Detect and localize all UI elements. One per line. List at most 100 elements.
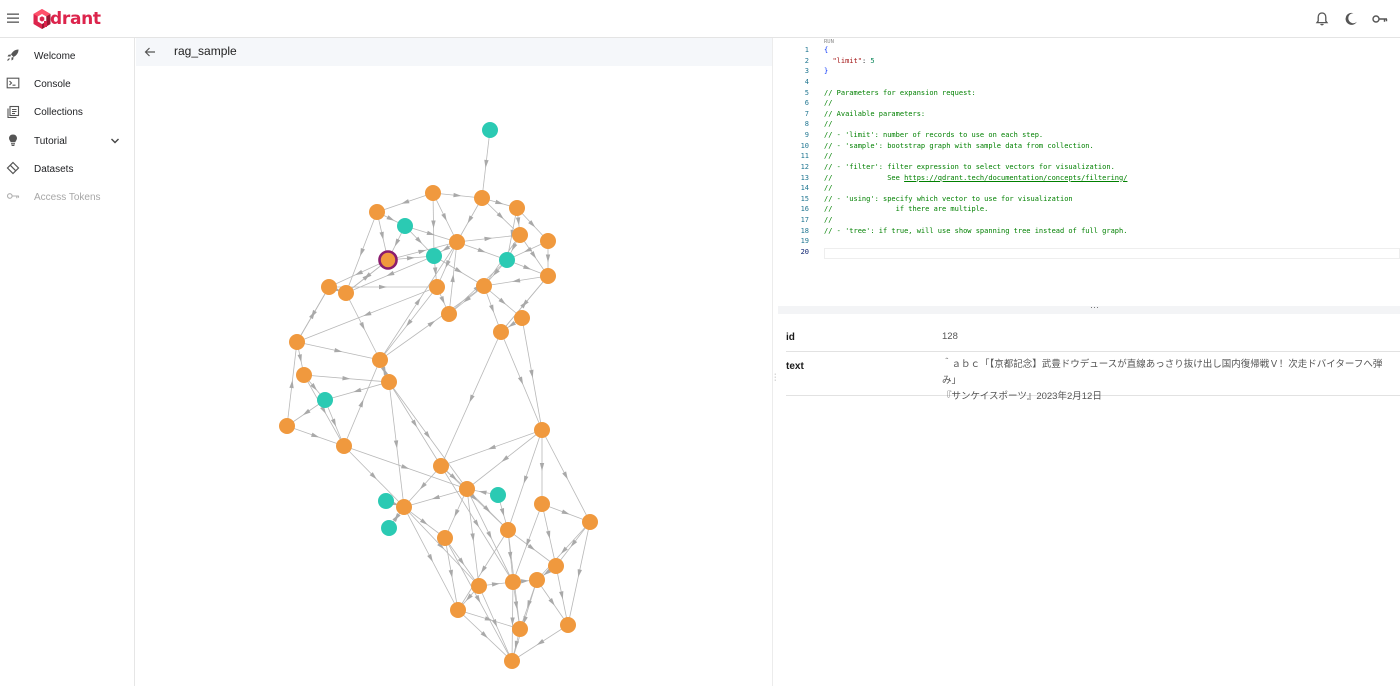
filtering-docs-link[interactable]: https://qdrant.tech/documentation/concep… <box>904 173 1128 182</box>
edge-arrowhead <box>529 250 537 259</box>
graph-node-teal[interactable] <box>426 248 442 264</box>
bell-icon[interactable] <box>1313 10 1331 28</box>
moon-icon[interactable] <box>1342 10 1360 28</box>
graph-node[interactable] <box>449 234 465 250</box>
sidebar-item-tutorial[interactable]: Tutorial <box>0 127 134 155</box>
graph-node[interactable] <box>296 367 312 383</box>
graph-node-teal[interactable] <box>482 122 498 138</box>
edge-arrowhead <box>442 245 451 252</box>
graph-node[interactable] <box>540 233 556 249</box>
edge-arrowhead <box>448 569 453 578</box>
vertical-resize-handle[interactable]: ··· <box>772 38 778 686</box>
horizontal-resize-handle[interactable]: ··· <box>778 302 1400 314</box>
graph-node[interactable] <box>459 481 475 497</box>
edge-arrowhead <box>431 494 440 500</box>
rocket-icon <box>7 49 19 61</box>
graph-node-teal[interactable] <box>499 252 515 268</box>
graph-node[interactable] <box>441 306 457 322</box>
graph-node-teal[interactable] <box>317 392 333 408</box>
graph-canvas[interactable] <box>136 66 772 686</box>
graph-node[interactable] <box>450 602 466 618</box>
graph-node[interactable] <box>474 190 490 206</box>
code-line: 7// Available parameters: <box>804 109 926 118</box>
edge-arrowhead <box>545 254 551 263</box>
graph-node[interactable] <box>529 572 545 588</box>
graph-node[interactable] <box>321 279 337 295</box>
edge-arrowhead <box>508 320 517 328</box>
edge-arrowhead <box>437 542 445 550</box>
graph-node[interactable] <box>433 458 449 474</box>
graph-node[interactable] <box>429 279 445 295</box>
graph-node[interactable] <box>338 285 354 301</box>
edge-arrowhead <box>577 569 582 578</box>
graph-node[interactable] <box>471 578 487 594</box>
edge-arrowhead <box>559 591 564 600</box>
graph-node[interactable] <box>560 617 576 633</box>
graph-node[interactable] <box>289 334 305 350</box>
edge-arrowhead <box>363 310 372 316</box>
graph-node[interactable] <box>425 185 441 201</box>
edge-arrowhead <box>454 508 460 518</box>
graph-node-selected[interactable] <box>378 250 398 270</box>
logo[interactable]: drant <box>32 8 101 30</box>
graph-node[interactable] <box>500 522 516 538</box>
edge-arrowhead <box>470 493 478 501</box>
code-line: 12// - 'filter': filter expression to se… <box>800 162 1115 171</box>
edge-arrowhead <box>465 593 473 602</box>
edge-arrowhead <box>480 631 488 639</box>
graph-node[interactable] <box>534 496 550 512</box>
graph-node[interactable] <box>279 418 295 434</box>
graph-node-teal[interactable] <box>381 520 397 536</box>
edge-arrowhead <box>527 543 536 551</box>
code-lines[interactable]: 1{ 2 "limit": 5 3} 4 5// Parameters for … <box>778 45 1400 258</box>
edge-arrowhead <box>478 490 487 495</box>
graph-node-teal[interactable] <box>378 493 394 509</box>
detail-value: 128 <box>942 331 958 342</box>
graph-svg[interactable] <box>136 66 772 686</box>
chevron-down-icon[interactable] <box>110 136 120 146</box>
menu-icon[interactable] <box>5 10 21 26</box>
edge-arrowhead <box>432 267 438 276</box>
edge-arrowhead <box>419 482 427 490</box>
edge-arrowhead <box>469 394 475 403</box>
key-icon[interactable] <box>1371 10 1389 28</box>
graph-node[interactable] <box>534 422 550 438</box>
edge-arrowhead <box>431 220 436 229</box>
edge-arrowhead <box>445 259 451 269</box>
edge-arrowhead <box>454 267 463 274</box>
sidebar-item-label: Access Tokens <box>34 192 101 204</box>
arrow-back-icon[interactable] <box>144 46 156 58</box>
datasets-icon <box>6 161 20 175</box>
graph-node[interactable] <box>396 499 412 515</box>
graph-node[interactable] <box>540 268 556 284</box>
detail-row-text: text ＾ａｂｃ「【京都記念】武豊ドウデュースが直線あっさり抜け出し国内復帰戦… <box>786 352 1400 402</box>
graph-node[interactable] <box>582 514 598 530</box>
graph-node[interactable] <box>509 200 525 216</box>
graph-node[interactable] <box>548 558 564 574</box>
edge-arrowhead <box>523 475 529 484</box>
graph-node[interactable] <box>369 204 385 220</box>
graph-node[interactable] <box>476 278 492 294</box>
graph-node[interactable] <box>493 324 509 340</box>
sidebar-item-collections[interactable]: Collections <box>0 99 134 127</box>
edge-arrowhead <box>414 297 421 306</box>
graph-node[interactable] <box>512 621 528 637</box>
edge-arrowhead <box>520 300 528 309</box>
graph-node[interactable] <box>372 352 388 368</box>
graph-node[interactable] <box>514 310 530 326</box>
graph-node-teal[interactable] <box>397 218 413 234</box>
graph-node[interactable] <box>381 374 397 390</box>
graph-node[interactable] <box>505 574 521 590</box>
graph-node[interactable] <box>437 530 453 546</box>
code-editor[interactable]: RUN 1{ 2 "limit": 5 3} 4 5// Parameters … <box>778 38 1400 306</box>
sidebar-item-welcome[interactable]: Welcome <box>0 42 134 70</box>
graph-node-teal[interactable] <box>490 487 506 503</box>
edge-arrowhead <box>487 444 497 450</box>
graph-node[interactable] <box>512 227 528 243</box>
sidebar-item-console[interactable]: Console <box>0 70 134 98</box>
sidebar-item-datasets[interactable]: Datasets <box>0 155 134 183</box>
edge-arrowhead <box>515 217 521 226</box>
graph-node[interactable] <box>336 438 352 454</box>
run-button[interactable]: RUN <box>824 39 834 45</box>
graph-node[interactable] <box>504 653 520 669</box>
